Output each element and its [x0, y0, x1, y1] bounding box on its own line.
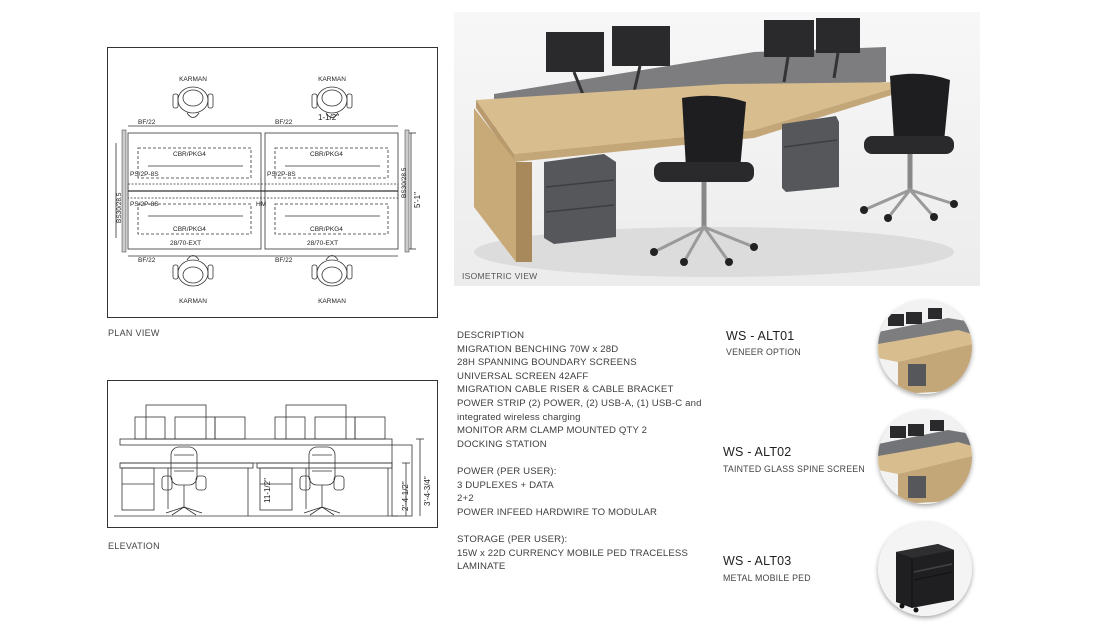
chair-icon: [172, 86, 214, 118]
screen-label: PS/2P-8S: [267, 171, 296, 178]
description-block: DESCRIPTION MIGRATION BENCHING 70W x 28D…: [457, 329, 702, 574]
cbr-label: CBR/PKG4: [310, 151, 343, 158]
chair-icon: [172, 255, 214, 287]
alt02-title: WS - ALT02: [723, 445, 792, 459]
chair-label: KARMAN: [179, 298, 207, 305]
cbr-label: CBR/PKG4: [173, 226, 206, 233]
isometric-caption: ISOMETRIC VIEW: [462, 271, 538, 281]
alt01-subtitle: VENEER OPTION: [726, 347, 801, 357]
chair-label: KARMAN: [318, 298, 346, 305]
cbr-label: CBR/PKG4: [173, 151, 206, 158]
alt02-thumbnail: [878, 410, 972, 504]
chair-icon: [299, 446, 345, 516]
elevation-drawing: 11-1/2" 2'-4-1/2" 3'-4-3/4": [107, 380, 438, 528]
chair-label: KARMAN: [318, 76, 346, 83]
power-line: POWER INFEED HARDWIRE TO MODULAR: [457, 506, 658, 518]
dimension-label: 3'-4-3/4": [423, 476, 432, 506]
plan-view-svg: KARMAN KARMAN KARMAN KARMAN BF/22 BF/22 …: [115, 76, 422, 305]
dimension-label: 2'-4-1/2": [401, 481, 410, 511]
description-heading: DESCRIPTION: [457, 330, 525, 341]
chair-icon: [860, 73, 958, 222]
screen-label: PS/2P-8S: [130, 201, 159, 208]
alt02-subtitle: TAINTED GLASS SPINE SCREEN: [723, 464, 865, 474]
description-line: integrated wireless charging: [457, 411, 581, 423]
plan-view-drawing: KARMAN KARMAN KARMAN KARMAN BF/22 BF/22 …: [107, 47, 438, 318]
alt01-thumbnail: [878, 300, 972, 394]
elevation-svg: 11-1/2" 2'-4-1/2" 3'-4-3/4": [114, 404, 432, 517]
ext-label: 28/70-EXT: [170, 240, 201, 247]
description-line: MIGRATION CABLE RISER & CABLE BRACKET: [457, 384, 674, 396]
chair-label: KARMAN: [179, 76, 207, 83]
bf-label: BF/22: [275, 257, 293, 264]
bf-label: BF/22: [138, 119, 156, 126]
description-line: UNIVERSAL SCREEN 42AFF: [457, 370, 589, 382]
side-label: BS30/28.5: [116, 192, 123, 223]
side-label: BS30/28.5: [401, 167, 408, 198]
description-line: POWER STRIP (2) POWER, (2) USB-A, (1) US…: [457, 397, 702, 409]
depth-dimension: 5'-1": [413, 192, 422, 208]
isometric-svg: [474, 18, 958, 277]
alt03-thumbnail: [878, 522, 972, 616]
power-line: 3 DUPLEXES + DATA: [457, 479, 554, 491]
storage-line: 15W x 22D CURRENCY MOBILE PED TRACELESS: [457, 547, 689, 559]
storage-line: LAMINATE: [457, 561, 506, 573]
alt03-subtitle: METAL MOBILE PED: [723, 573, 811, 583]
description-line: 28H SPANNING BOUNDARY SCREENS: [457, 357, 637, 369]
isometric-render: ISOMETRIC VIEW: [454, 12, 980, 286]
width-dimension: 1-1/2": [318, 113, 339, 122]
power-heading: POWER (PER USER):: [457, 465, 557, 477]
plan-view-caption: PLAN VIEW: [108, 328, 160, 338]
bf-label: BF/22: [138, 257, 156, 264]
chair-icon: [161, 446, 207, 516]
screen-label: PS/2P-8S: [130, 171, 159, 178]
bf-label: BF/22: [275, 119, 293, 126]
hm-label: HM: [256, 201, 266, 208]
alt01-title: WS - ALT01: [726, 329, 795, 343]
chair-icon: [311, 255, 353, 287]
chair-icon: [311, 86, 353, 118]
chair-icon: [650, 95, 758, 266]
dimension-label: 11-1/2": [263, 478, 272, 503]
description-line: MONITOR ARM CLAMP MOUNTED QTY 2: [457, 425, 648, 437]
description-line: MIGRATION BENCHING 70W x 28D: [457, 343, 619, 355]
cbr-label: CBR/PKG4: [310, 226, 343, 233]
elevation-caption: ELEVATION: [108, 541, 160, 551]
ext-label: 28/70-EXT: [307, 240, 338, 247]
storage-heading: STORAGE (PER USER):: [457, 533, 568, 545]
power-line: 2+2: [457, 493, 474, 505]
description-line: DOCKING STATION: [457, 438, 547, 450]
alt03-title: WS - ALT03: [723, 554, 792, 568]
